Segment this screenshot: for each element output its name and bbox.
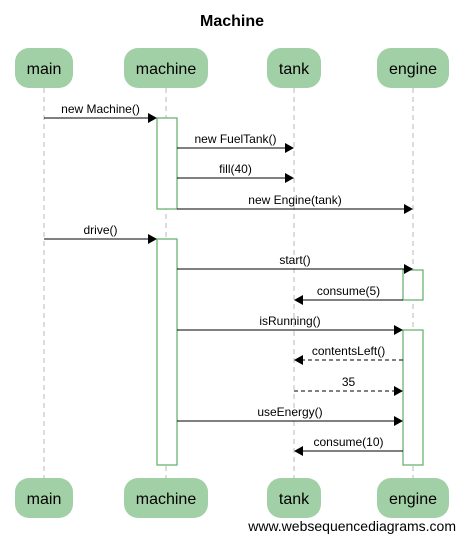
activation-bars — [156, 117, 424, 466]
arrowhead — [394, 416, 403, 426]
activation-bar-engine — [402, 329, 424, 466]
participant-label: main — [27, 491, 62, 508]
participant-label: main — [27, 61, 62, 78]
participant-engine-bottom: engine — [377, 478, 449, 518]
message-label: new FuelTank() — [194, 132, 276, 146]
message-label: 35 — [342, 375, 356, 389]
participant-box — [124, 48, 208, 88]
message-label: fill(40) — [219, 162, 252, 176]
participant-box — [267, 478, 321, 518]
arrowhead — [148, 234, 157, 244]
message: consume(5) — [294, 284, 403, 305]
message: contentsLeft() — [294, 344, 403, 365]
arrowhead — [285, 173, 294, 183]
messages: new Machine() new FuelTank() fill(40) new E… — [44, 102, 413, 456]
participant-tank-bottom: tank — [267, 478, 321, 518]
message-label: new Machine() — [61, 102, 140, 116]
message-label: consume(10) — [313, 435, 383, 449]
participant-label: engine — [389, 61, 437, 78]
message: useEnergy() — [177, 405, 403, 426]
message: fill(40) — [177, 162, 294, 183]
message: new FuelTank() — [177, 132, 294, 153]
participant-machine-bottom: machine — [124, 478, 208, 518]
message: 35 — [294, 375, 403, 396]
activation-bar-machine — [156, 117, 178, 210]
message-label: useEnergy() — [257, 405, 322, 419]
message-label: contentsLeft() — [312, 344, 385, 358]
participant-label: machine — [136, 61, 197, 78]
participant-box — [377, 478, 449, 518]
arrowhead — [285, 143, 294, 153]
arrowhead — [294, 446, 303, 456]
message: new Engine(tank) — [177, 193, 413, 214]
arrowhead — [394, 386, 403, 396]
message-label: drive() — [83, 223, 117, 237]
message-label: consume(5) — [317, 284, 380, 298]
message-label: isRunning() — [259, 314, 320, 328]
arrowhead — [404, 204, 413, 214]
message: new Machine() — [44, 102, 157, 123]
participant-label: tank — [279, 61, 310, 78]
participant-tank-top: tank — [267, 48, 321, 88]
participant-label: tank — [279, 491, 310, 508]
participant-main-bottom: main — [15, 478, 73, 518]
participant-label: engine — [389, 491, 437, 508]
arrowhead — [394, 325, 403, 335]
participant-box — [15, 478, 73, 518]
arrowhead — [148, 113, 157, 123]
message-label: new Engine(tank) — [248, 193, 341, 207]
participant-box — [124, 478, 208, 518]
arrowhead — [294, 295, 303, 305]
participant-main-top: main — [15, 48, 73, 88]
participant-label: machine — [136, 491, 197, 508]
message: drive() — [44, 223, 157, 244]
diagram-title: Machine — [200, 13, 264, 30]
participant-box — [15, 48, 73, 88]
arrowhead — [294, 355, 303, 365]
arrowhead — [404, 264, 413, 274]
message-label: start() — [279, 253, 310, 267]
activation-bar-engine — [402, 269, 424, 301]
watermark-text: www.websequencediagrams.com — [247, 518, 456, 534]
participant-machine-top: machine — [124, 48, 208, 88]
participant-engine-top: engine — [377, 48, 449, 88]
message: start() — [177, 253, 413, 274]
participant-box — [267, 48, 321, 88]
participants: main machine tank engine main machine tank engi… — [15, 48, 449, 518]
activation-bar-machine — [156, 238, 178, 466]
lifelines — [43, 88, 414, 478]
participant-box — [377, 48, 449, 88]
message: isRunning() — [177, 314, 403, 335]
message: consume(10) — [294, 435, 403, 456]
